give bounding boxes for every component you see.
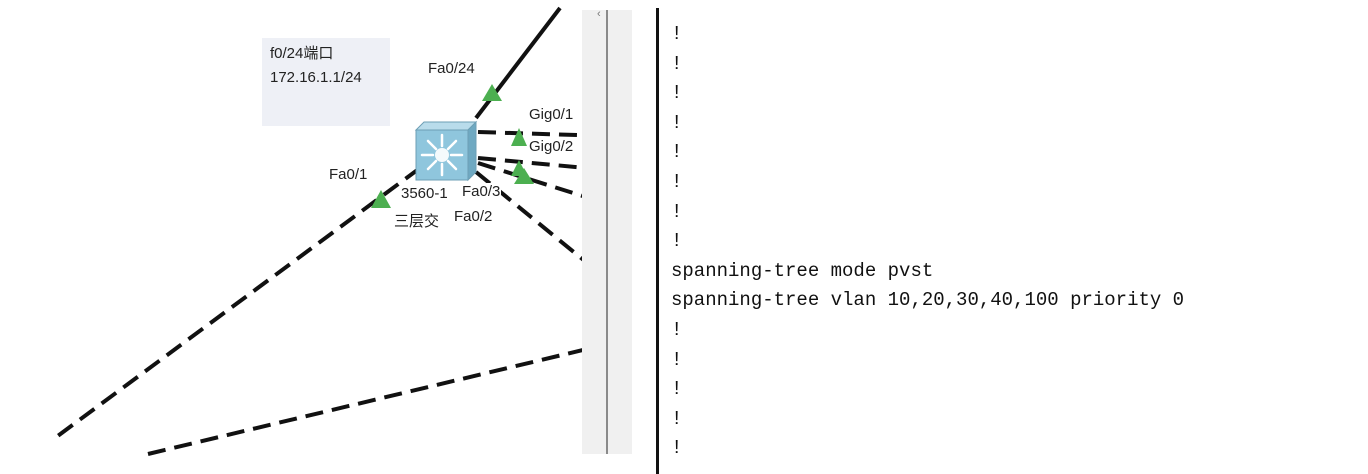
- cli-line: !: [671, 200, 683, 223]
- splitter-grip-icon: ‹: [597, 8, 601, 20]
- port-status-fa0-24: [482, 84, 502, 101]
- port-label-fa0-2: Fa0/2: [453, 208, 494, 225]
- cli-line: !: [671, 111, 683, 134]
- splitter-edge: [606, 10, 608, 454]
- port-label-gig0-1: Gig0/1: [529, 106, 574, 123]
- port-status-fa0-1: [371, 190, 391, 208]
- cli-line: !: [671, 52, 683, 75]
- port-label-fa0-1: Fa0/1: [329, 166, 368, 183]
- cli-line: !: [671, 23, 683, 45]
- cli-output: ! ! ! ! ! ! ! ! spanning-tree mode pvst …: [671, 20, 1184, 464]
- topology-canvas[interactable]: f0/24端口 172.16.1.1/24 Fa0/24 Gig0/1 Gig0…: [0, 0, 608, 474]
- port-label-gig0-2: Gig0/2: [529, 138, 574, 155]
- cli-line-stp-mode: spanning-tree mode pvst: [671, 259, 934, 282]
- cli-line: !: [671, 437, 683, 460]
- link-fa0-24[interactable]: [474, 6, 562, 120]
- cli-line: !: [671, 141, 683, 164]
- device-name-model: 3560-1: [401, 185, 448, 202]
- cli-line: !: [671, 170, 683, 193]
- device-name-role: 三层交: [394, 213, 440, 230]
- cli-line: !: [671, 230, 683, 253]
- cli-line: !: [671, 407, 683, 430]
- port-status-fa0-3: [514, 168, 534, 184]
- cli-line: !: [671, 348, 683, 371]
- port-status-gig0-1: [511, 128, 527, 146]
- link-bottom[interactable]: [147, 342, 608, 456]
- multilayer-switch-icon[interactable]: [414, 120, 478, 182]
- cli-line: !: [671, 378, 683, 401]
- link-fa0-1[interactable]: [53, 166, 422, 440]
- cli-config-pane[interactable]: ! ! ! ! ! ! ! ! spanning-tree mode pvst …: [656, 8, 1368, 474]
- topology-note[interactable]: f0/24端口 172.16.1.1/24: [262, 38, 390, 126]
- cli-line-stp-priority: spanning-tree vlan 10,20,30,40,100 prior…: [671, 289, 1185, 312]
- port-label-fa0-3: Fa0/3: [461, 183, 502, 200]
- port-label-fa0-24: Fa0/24: [428, 60, 475, 77]
- note-line-ip: 172.16.1.1/24: [270, 69, 362, 86]
- cli-line: !: [671, 82, 683, 105]
- note-line-port: f0/24端口: [270, 45, 334, 62]
- cli-line: !: [671, 318, 683, 341]
